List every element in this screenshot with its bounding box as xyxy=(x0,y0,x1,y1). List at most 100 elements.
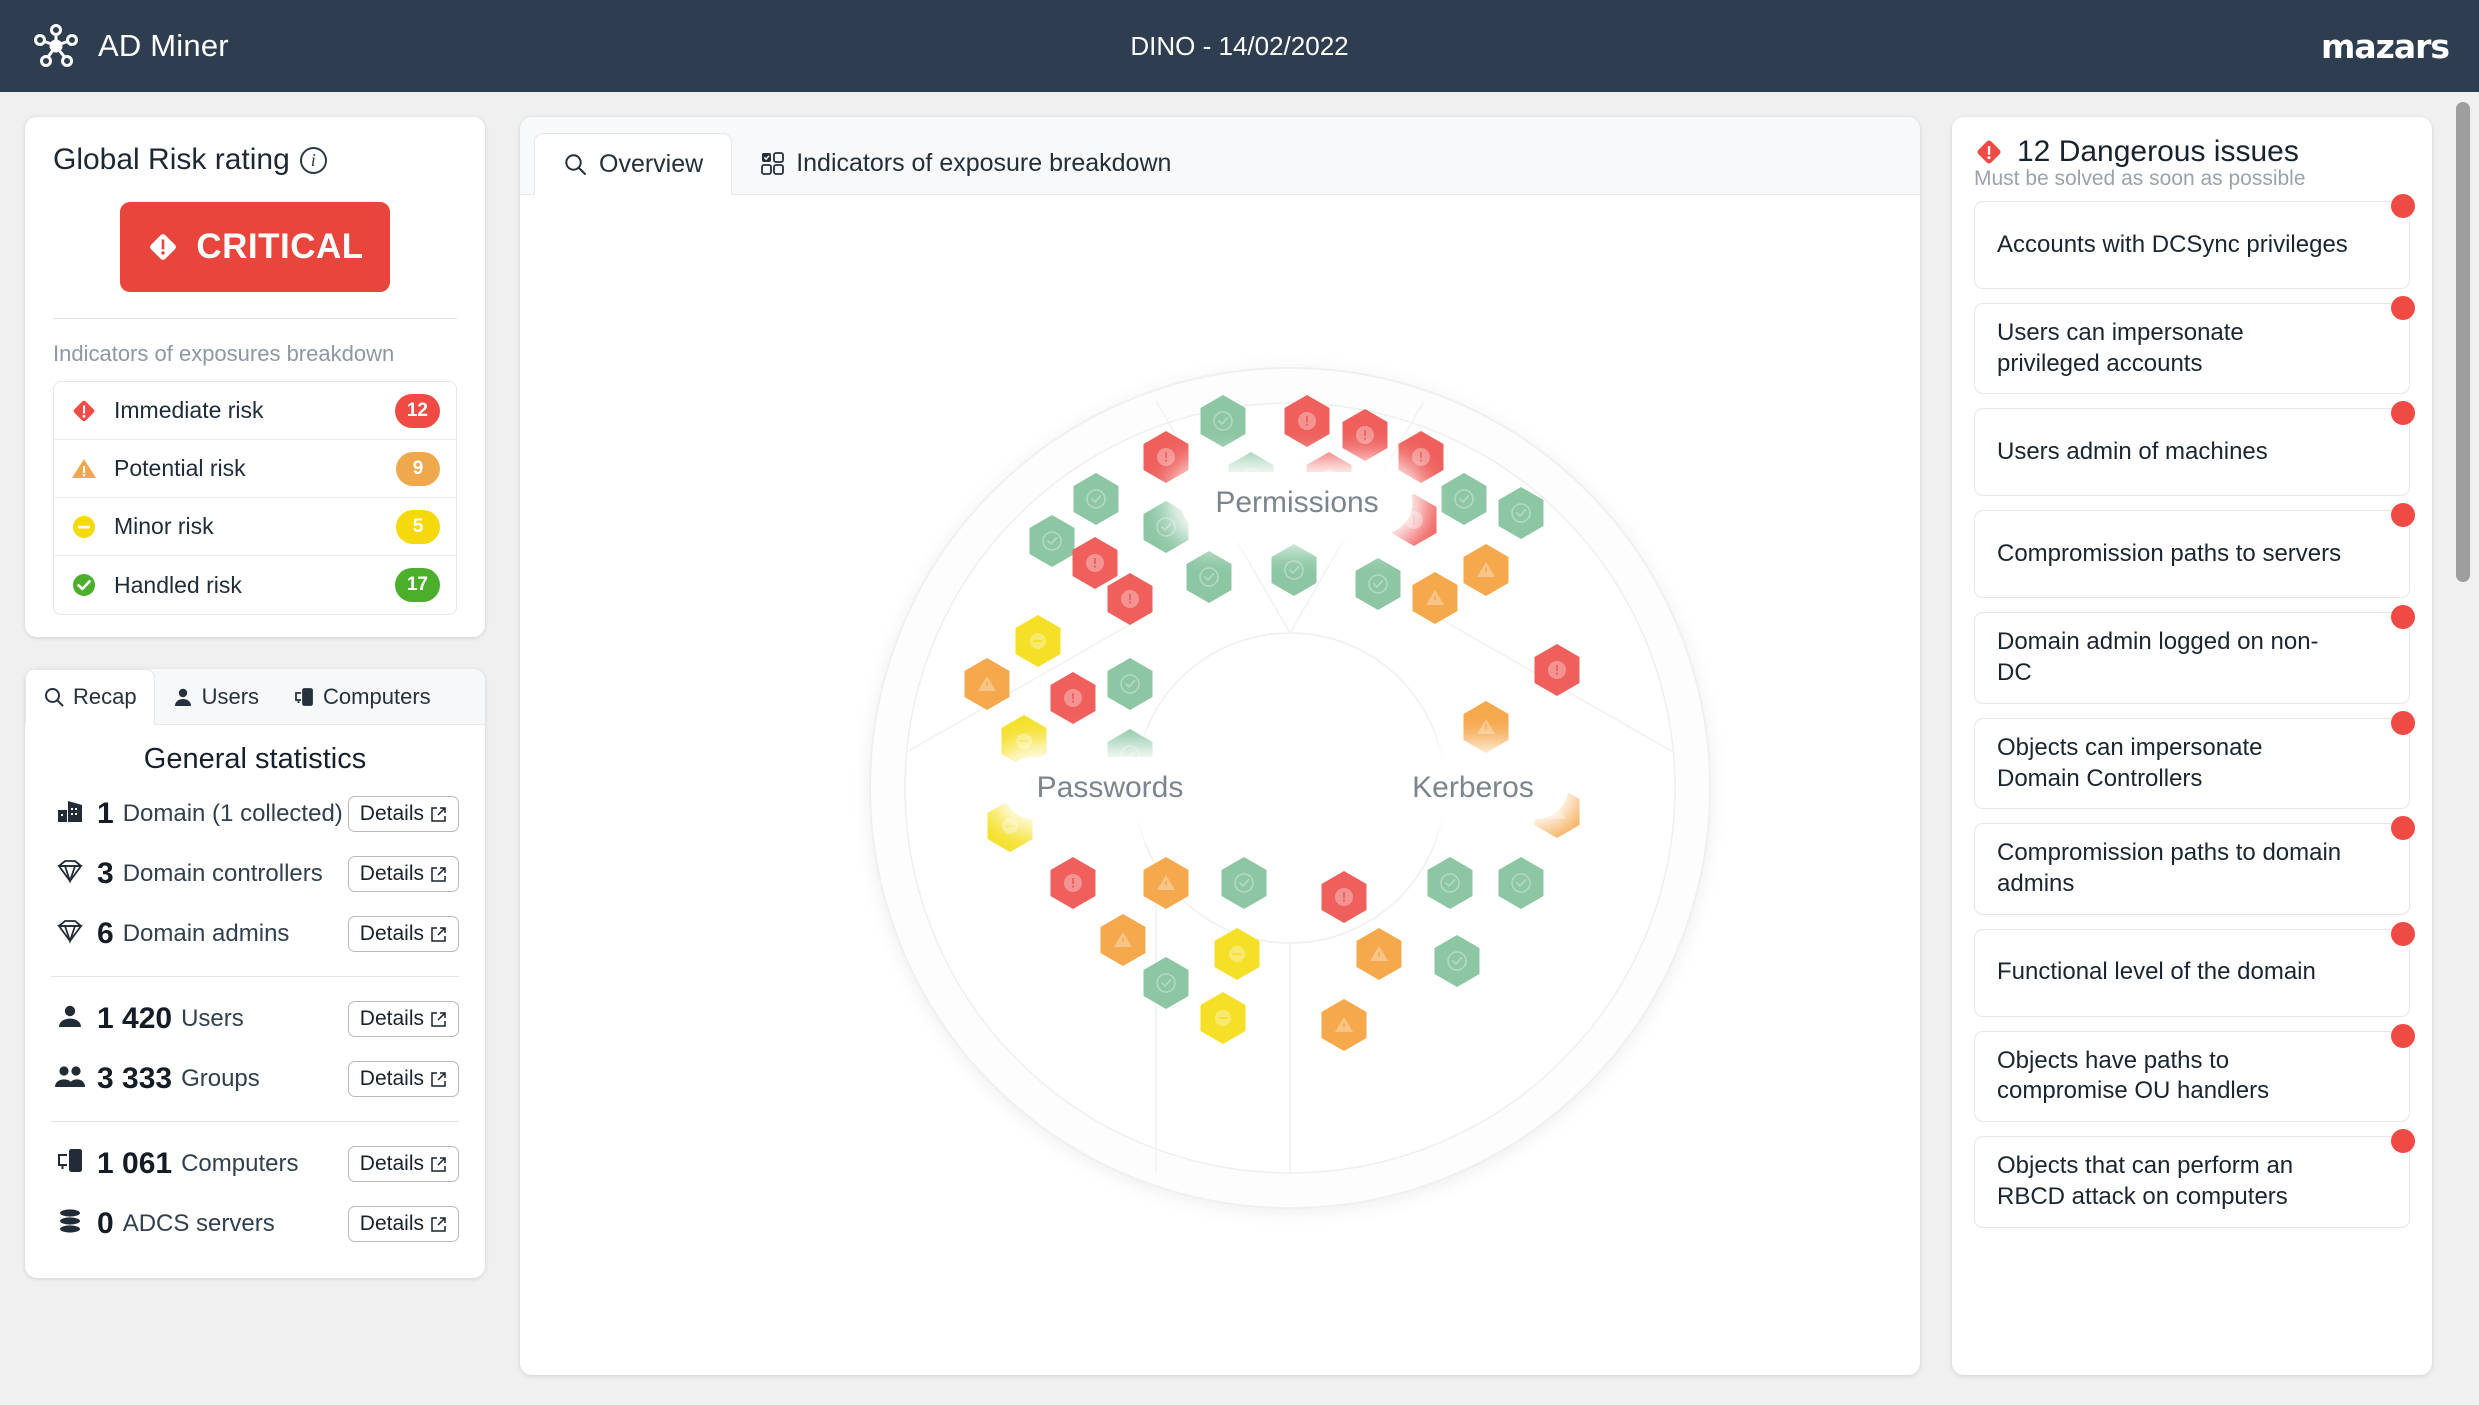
hexagon-node-red[interactable] xyxy=(1534,644,1580,696)
tab-indicators-breakdown[interactable]: Indicators of exposure breakdown xyxy=(732,132,1199,194)
category-label-kerberos: Kerberos xyxy=(1378,757,1568,819)
details-button[interactable]: Details xyxy=(347,916,459,952)
risk-row-label: Immediate risk xyxy=(114,397,264,423)
issue-item[interactable]: Users admin of machines xyxy=(1974,401,2415,497)
stat-value: 1 420 xyxy=(97,1002,173,1035)
hexagon-node-red[interactable] xyxy=(1050,672,1096,724)
hexagon-node-green[interactable] xyxy=(1107,658,1153,710)
issue-item[interactable]: Domain admin logged on non-DC xyxy=(1974,605,2415,704)
details-button[interactable]: Details xyxy=(347,1061,459,1097)
issue-item[interactable]: Objects have paths to compromise OU hand… xyxy=(1974,1023,2415,1123)
severity-dot-icon xyxy=(2391,816,2415,841)
top-header-bar: AD Miner DINO - 14/02/2022 mazars xyxy=(0,0,2479,92)
risk-wheel-chart: Permissions Passwords Kerberos xyxy=(520,195,1920,1375)
stat-value: 1 061 xyxy=(97,1147,173,1180)
risk-row-count: 12 xyxy=(394,393,440,428)
hexagon-node-green[interactable] xyxy=(1073,473,1119,525)
hexagon-node-orange[interactable] xyxy=(1100,914,1146,966)
check-icon xyxy=(1447,951,1467,971)
hexagon-node-green[interactable] xyxy=(1498,857,1544,909)
hexagon-node-red[interactable] xyxy=(1342,409,1388,461)
check-icon xyxy=(1156,517,1176,537)
tab-label: Overview xyxy=(599,149,704,178)
building-icon-svg xyxy=(58,800,82,822)
details-label: Details xyxy=(359,1152,424,1175)
global-risk-title: Global Risk rating xyxy=(53,143,290,176)
hexagon-node-orange[interactable] xyxy=(964,658,1010,710)
details-button[interactable]: Details xyxy=(347,856,459,892)
hexagon-node-green[interactable] xyxy=(1441,473,1487,525)
computer-icon xyxy=(295,687,313,706)
hexagon-node-orange[interactable] xyxy=(1412,572,1458,624)
issue-item[interactable]: Accounts with DCSync privileges xyxy=(1974,194,2415,289)
hexagon-node-green[interactable] xyxy=(1029,515,1075,567)
details-button[interactable]: Details xyxy=(347,1146,459,1182)
hexagon-node-red[interactable] xyxy=(1143,431,1189,483)
check-icon xyxy=(1440,873,1460,893)
dangerous-issues-subtitle: Must be solved as soon as possible xyxy=(1974,167,2306,190)
global-risk-card: Global Risk rating i CRITICAL Indicators… xyxy=(25,117,485,637)
stat-row-groups: 3 333 Groups Details xyxy=(51,1049,459,1109)
stat-row-adcs: 0 ADCS servers Details xyxy=(51,1194,459,1254)
hexagon-node-orange[interactable] xyxy=(1463,544,1509,596)
hexagon-node-green[interactable] xyxy=(1143,957,1189,1009)
hexagon-node-green[interactable] xyxy=(1427,857,1473,909)
issue-item[interactable]: Users can impersonate privileged account… xyxy=(1974,296,2415,395)
hexagon-node-orange[interactable] xyxy=(1143,857,1189,909)
hexagon-node-green[interactable] xyxy=(1143,501,1189,553)
hexagon-node-green[interactable] xyxy=(1355,558,1401,610)
warning-triangle-icon xyxy=(1157,875,1175,890)
issue-item[interactable]: Functional level of the domain xyxy=(1974,921,2415,1017)
exclamation-octagon-icon xyxy=(1086,554,1104,572)
hexagon-node-green[interactable] xyxy=(1498,487,1544,539)
page-scrollbar-thumb[interactable] xyxy=(2456,102,2470,582)
stat-value: 3 xyxy=(97,857,114,890)
stat-value: 1 xyxy=(97,797,114,830)
hexagon-node-yellow[interactable] xyxy=(1015,615,1061,667)
hexagon-node-green[interactable] xyxy=(1200,395,1246,447)
minus-icon xyxy=(1016,733,1032,749)
hexagon-node-red[interactable] xyxy=(1321,871,1367,923)
network-nodes-icon xyxy=(33,23,79,69)
details-button[interactable]: Details xyxy=(347,796,459,832)
hexagon-node-orange[interactable] xyxy=(1463,701,1509,753)
details-button[interactable]: Details xyxy=(347,1001,459,1037)
issue-item[interactable]: Compromission paths to servers xyxy=(1974,503,2415,599)
main-tablist: Overview Indicators of exposure breakdow… xyxy=(520,117,1920,195)
hexagon-node-red[interactable] xyxy=(1072,537,1118,589)
hexagon-node-red[interactable] xyxy=(1050,857,1096,909)
hexagon-node-yellow[interactable] xyxy=(1214,928,1260,980)
issue-item[interactable]: Objects can impersonate Domain Controlle… xyxy=(1974,710,2415,810)
hexagon-node-red[interactable] xyxy=(1107,573,1153,625)
hexagon-node-yellow[interactable] xyxy=(1200,992,1246,1044)
tab-overview[interactable]: Overview xyxy=(534,133,733,195)
tab-recap[interactable]: Recap xyxy=(25,669,155,725)
hexagon-node-orange[interactable] xyxy=(1321,999,1367,1051)
diamond-icon xyxy=(51,917,89,952)
hexagon-node-green[interactable] xyxy=(1221,857,1267,909)
hexagon-node-orange[interactable] xyxy=(1356,928,1402,980)
hexagon-node-red[interactable] xyxy=(1284,395,1330,447)
computer-icon-svg xyxy=(58,1149,82,1172)
details-button[interactable]: Details xyxy=(347,1206,459,1242)
tab-computers[interactable]: Computers xyxy=(276,669,448,724)
hexagon-node-red[interactable] xyxy=(1398,431,1444,483)
issue-item[interactable]: Objects that can perform an RBCD attack … xyxy=(1974,1129,2415,1228)
hexagon-node-green[interactable] xyxy=(1271,544,1317,596)
risk-row-handled[interactable]: Handled risk 17 xyxy=(54,556,456,614)
risk-row-minor[interactable]: Minor risk 5 xyxy=(54,498,456,556)
tab-users[interactable]: Users xyxy=(155,669,276,724)
info-icon[interactable]: i xyxy=(299,146,327,174)
check-icon xyxy=(1156,973,1176,993)
warning-triangle-icon xyxy=(1335,1017,1353,1032)
divider xyxy=(51,1121,459,1122)
stat-row-computers: 1 061 Computers Details xyxy=(51,1134,459,1194)
tab-label: Computers xyxy=(323,683,431,709)
risk-row-immediate[interactable]: Immediate risk 12 xyxy=(54,382,456,440)
page-scrollbar[interactable] xyxy=(2456,102,2470,1342)
issue-item[interactable]: Compromission paths to domain admins xyxy=(1974,816,2415,915)
risk-row-potential[interactable]: Potential risk 9 xyxy=(54,440,456,498)
hexagon-node-green[interactable] xyxy=(1434,935,1480,987)
hexagon-node-green[interactable] xyxy=(1186,551,1232,603)
hexagon-node-yellow[interactable] xyxy=(1001,715,1047,767)
